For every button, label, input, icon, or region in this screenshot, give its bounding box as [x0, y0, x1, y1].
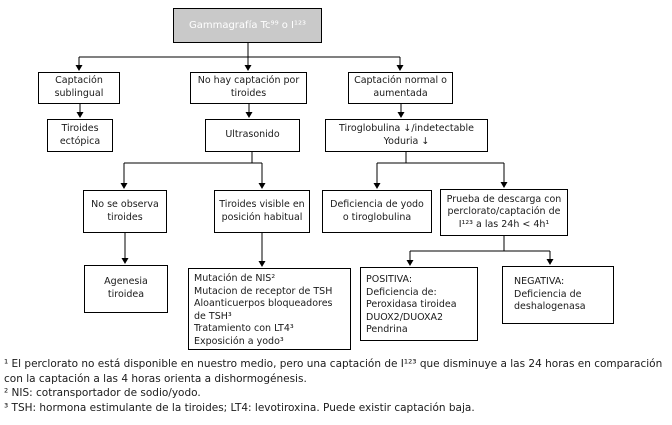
footnote-3: ³ TSH: hormona estimulante de la tiroide… [4, 402, 475, 415]
footnotes: ¹ El perclorato no está disponible en nu… [4, 357, 668, 416]
node-ultrasonido: Ultrasonido [205, 119, 300, 152]
node-gammagrafia-tc99-i123: Gammagrafía Tc⁹⁹ o I¹²³ [173, 8, 322, 43]
footnote-1: ¹ El perclorato no está disponible en nu… [4, 358, 663, 385]
footnote-2: ² NIS: cotransportador de sodio/yodo. [4, 387, 201, 400]
node-resultado-positiva: POSITIVA:Deficiencia de:Peroxidasa tiroi… [360, 267, 478, 341]
